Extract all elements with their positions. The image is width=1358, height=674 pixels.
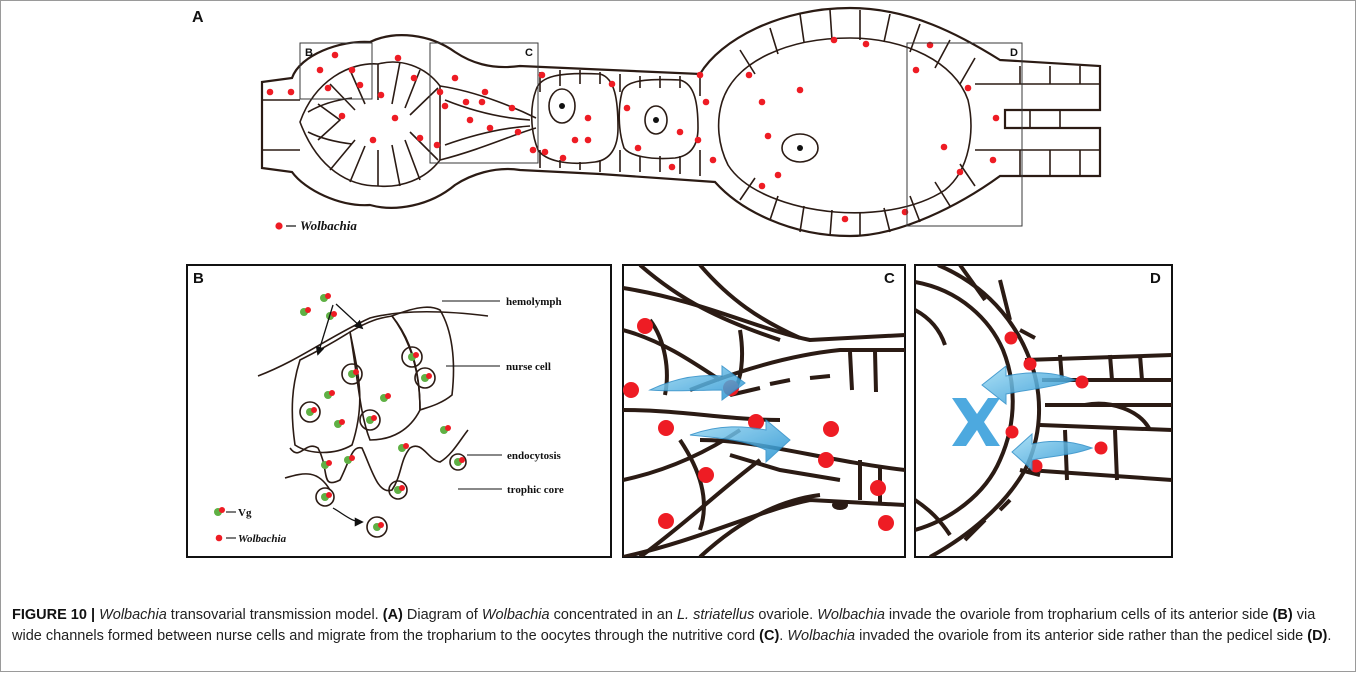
panel-d-pedicel-detail: D	[915, 265, 1172, 557]
caption-text: concentrated in an	[550, 607, 677, 623]
inset-box-b-label: B	[305, 47, 313, 59]
label-endocytosis: endocytosis	[507, 450, 562, 462]
legend-b-wolbachia-label: Wolbachia	[238, 533, 287, 545]
panel-b-letter: B	[193, 270, 204, 287]
caption-text: ovariole.	[754, 607, 817, 623]
label-nurse-cell: nurse cell	[506, 361, 551, 373]
caption-panel-ref: (B)	[1273, 607, 1293, 623]
inset-box-d-label: D	[1010, 47, 1018, 59]
panel-c-nutritive-cord-detail: C	[623, 265, 905, 557]
label-hemolymph: hemolymph	[506, 296, 562, 308]
caption-species: L. striatellus	[677, 607, 754, 623]
caption-term: Wolbachia	[817, 607, 885, 623]
caption-text: .	[1327, 628, 1331, 644]
caption-panel-ref: (A)	[383, 607, 403, 623]
figure-canvas: A	[0, 0, 1358, 600]
inset-box-c-label: C	[525, 47, 533, 59]
ovariole-outline	[262, 8, 1100, 236]
panel-d-letter: D	[1150, 270, 1161, 287]
caption-text: invaded the ovariole from its anterior s…	[855, 628, 1307, 644]
caption-panel-ref: (C)	[759, 628, 779, 644]
caption-term: Wolbachia	[99, 607, 167, 623]
label-trophic-core: trophic core	[507, 484, 564, 496]
figure-caption: FIGURE 10 | Wolbachia transovarial trans…	[12, 605, 1344, 647]
legend-vg-label: Vg	[238, 507, 252, 519]
legend-b-wolbachia-dot	[216, 535, 223, 542]
panel-a-ovariole-diagram: A	[192, 8, 1100, 236]
panel-b-tropharium-detail: B	[187, 265, 611, 557]
figure-label: FIGURE 10 |	[12, 607, 95, 623]
caption-term: Wolbachia	[482, 607, 550, 623]
legend-wolbachia-dot	[275, 222, 282, 229]
panel-a-letter: A	[192, 9, 204, 26]
caption-text: invade the ovariole from tropharium cell…	[885, 607, 1273, 623]
legend-wolbachia-label: Wolbachia	[300, 218, 357, 233]
caption-text: Diagram of	[403, 607, 482, 623]
caption-text: transovarial transmission model.	[167, 607, 383, 623]
panel-c-letter: C	[884, 270, 895, 287]
caption-term: Wolbachia	[787, 628, 855, 644]
caption-panel-ref: (D)	[1307, 628, 1327, 644]
